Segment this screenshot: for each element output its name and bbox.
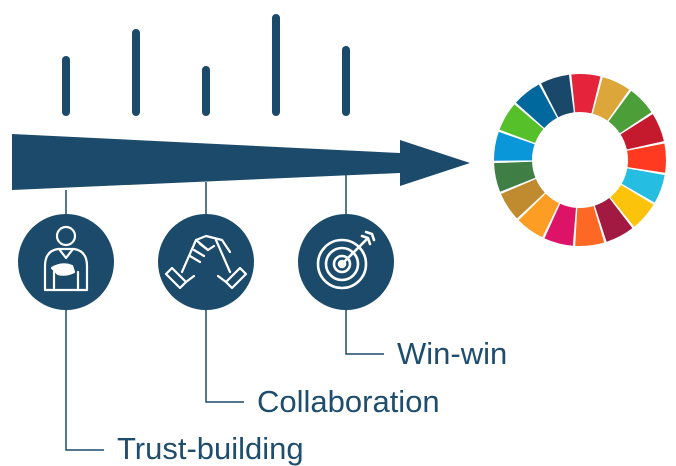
sdg-wheel-segment <box>499 104 544 144</box>
sdg-wheel-segment <box>608 90 652 134</box>
handshake-icon <box>164 234 248 290</box>
win-win-circle <box>298 214 394 310</box>
sdg-wheel-segment <box>627 143 666 173</box>
person-hand-on-heart-icon <box>43 225 89 292</box>
collaboration-circle <box>158 214 254 310</box>
sdg-wheel-segment <box>621 168 665 203</box>
step-label-win-win: Win-win <box>397 336 508 371</box>
sdg-wheel-segment <box>571 74 601 114</box>
sdg-wheel-segment <box>494 131 535 161</box>
sdg-wheel-segment <box>610 184 654 227</box>
sdg-wheel-segment <box>500 178 545 219</box>
progress-arrow <box>12 134 470 190</box>
connectors <box>65 175 384 451</box>
step-label-collaboration: Collaboration <box>257 384 440 419</box>
step-label-trust-building: Trust-building <box>117 431 304 466</box>
leader-line-collaboration <box>205 310 244 403</box>
target-with-arrow-icon <box>316 230 376 290</box>
trust-building-circle <box>18 214 114 310</box>
sdg-wheel-segment <box>620 114 664 150</box>
sdg-wheel-segment <box>515 84 558 128</box>
sdg-wheel-segment <box>518 193 559 238</box>
sdg-wheel-segment <box>575 206 605 246</box>
sdg-wheel-segment <box>544 203 576 246</box>
leader-line-trust <box>65 310 104 451</box>
tick-marks <box>62 14 350 116</box>
sdg-wheel-segment <box>494 161 536 192</box>
sdg-color-wheel-icon <box>494 74 666 246</box>
sdg-wheel-segment <box>541 74 574 118</box>
sdg-wheel-segment <box>592 77 630 121</box>
leader-line-winwin <box>345 310 384 355</box>
sdg-wheel-segment <box>594 198 633 242</box>
